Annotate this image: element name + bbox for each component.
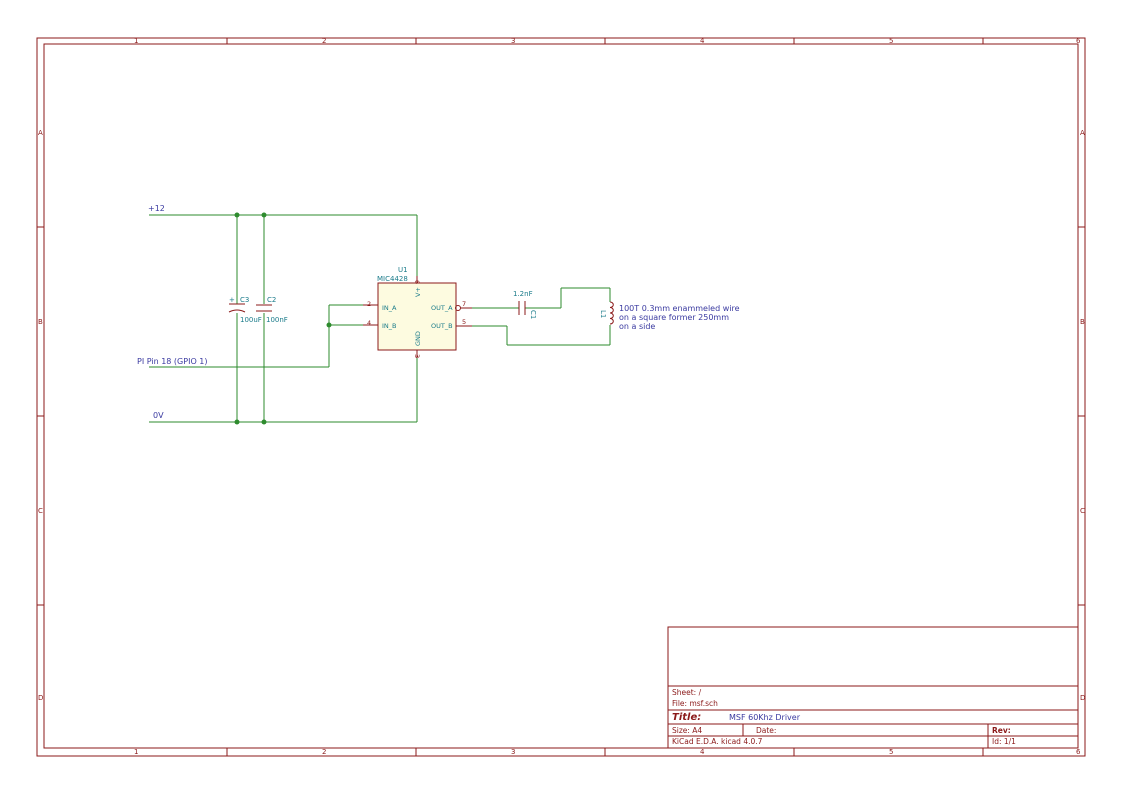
row-label-a: A <box>1080 129 1085 137</box>
inductor-l1[interactable]: L1 <box>599 301 614 325</box>
row-labels-left: A B C D <box>38 129 43 702</box>
column-labels-bottom: 1 2 3 4 5 6 <box>134 748 1081 756</box>
col-label-6: 6 <box>1076 37 1081 45</box>
col-label-5: 5 <box>889 748 893 756</box>
sheet-label: Sheet: / <box>672 688 702 697</box>
tool-label: KiCad E.D.A. kicad 4.0.7 <box>672 737 763 746</box>
title-block: Sheet: / File: msf.sch Title: MSF 60Khz … <box>667 626 1079 749</box>
net-label-vplus: +12 <box>148 204 165 213</box>
u1-pin-vplus-name: V+ <box>414 287 422 297</box>
net-label-input: PI Pin 18 (GPIO 1) <box>137 357 208 366</box>
row-label-c: C <box>38 507 43 515</box>
u1-value: MIC4428 <box>377 275 408 283</box>
junction-dot <box>234 419 240 425</box>
ic-u1[interactable]: U1 MIC4428 IN_A IN_B OUT_A OUT_B V+ GND … <box>363 266 472 358</box>
c2-value: 100nF <box>266 316 288 324</box>
c1-reference: C1 <box>529 310 537 319</box>
u1-pin-vplus-num: 6 <box>413 280 421 284</box>
row-label-d: D <box>38 694 43 702</box>
c3-value: 100uF <box>240 316 262 324</box>
junction-dot <box>261 212 267 218</box>
junction-dot <box>326 322 332 328</box>
rev-label: Rev: <box>992 726 1011 735</box>
row-label-b: B <box>1080 318 1085 326</box>
u1-pin-in-b-num: 4 <box>367 319 371 327</box>
wires <box>149 214 611 423</box>
net-label-gnd: 0V <box>153 411 164 420</box>
c3-reference: C3 <box>240 296 249 304</box>
col-label-3: 3 <box>511 748 515 756</box>
l1-reference: L1 <box>599 310 607 318</box>
title-value: MSF 60Khz Driver <box>729 713 801 722</box>
col-label-1: 1 <box>134 37 138 45</box>
junction-dot <box>234 212 240 218</box>
col-label-1: 1 <box>134 748 138 756</box>
u1-pin-gnd-num: 3 <box>413 354 421 358</box>
c3-polarity-mark: + <box>229 296 235 304</box>
row-label-d: D <box>1080 694 1085 702</box>
row-label-c: C <box>1080 507 1085 515</box>
u1-pin-in-a-name: IN_A <box>382 304 397 312</box>
col-label-5: 5 <box>889 37 893 45</box>
col-label-2: 2 <box>322 748 326 756</box>
u1-pin-in-b-name: IN_B <box>382 322 397 330</box>
col-label-3: 3 <box>511 37 515 45</box>
c2-reference: C2 <box>267 296 276 304</box>
c1-value: 1.2nF <box>513 290 533 298</box>
note-line-1: 100T 0.3mm enammeled wire <box>619 304 740 313</box>
size-label: Size: A4 <box>672 726 702 735</box>
column-labels-top: 1 2 3 4 5 6 <box>134 37 1081 45</box>
inductor-note: 100T 0.3mm enammeled wire on a square fo… <box>619 304 740 331</box>
col-label-4: 4 <box>700 748 705 756</box>
row-label-a: A <box>38 129 43 137</box>
file-label: File: msf.sch <box>672 699 718 708</box>
note-line-3: on a side <box>619 322 655 331</box>
row-label-b: B <box>38 318 43 326</box>
note-line-2: on a square former 250mm <box>619 313 729 322</box>
junction-dot <box>261 419 267 425</box>
col-label-6: 6 <box>1076 748 1081 756</box>
u1-pin-gnd-name: GND <box>414 331 422 346</box>
capacitor-c3[interactable]: + C3 100uF <box>228 296 262 324</box>
junctions <box>234 212 332 425</box>
capacitor-c2[interactable]: C2 100nF <box>256 296 288 324</box>
u1-pin-out-b-name: OUT_B <box>431 322 453 330</box>
u1-pin-in-a-num: 2 <box>367 300 371 308</box>
u1-pin-out-a-num: 7 <box>462 300 466 308</box>
row-labels-right: A B C D <box>1080 129 1085 702</box>
sheet-frame <box>36 37 1086 757</box>
u1-pin-out-a-name: OUT_A <box>431 304 453 312</box>
date-label: Date: <box>756 726 776 735</box>
u1-body <box>377 282 457 351</box>
u1-pin-out-b-num: 5 <box>462 318 466 326</box>
col-label-4: 4 <box>700 37 705 45</box>
id-label: Id: 1/1 <box>992 737 1016 746</box>
col-label-2: 2 <box>322 37 326 45</box>
title-label: Title: <box>672 712 701 723</box>
capacitor-c1[interactable]: 1.2nF C1 <box>513 290 537 319</box>
u1-reference: U1 <box>398 266 408 274</box>
